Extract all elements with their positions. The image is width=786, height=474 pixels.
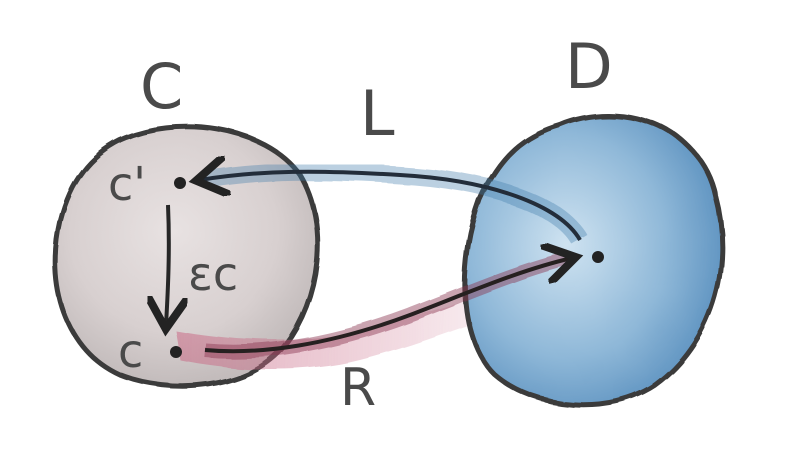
functor-l-label: L — [360, 77, 395, 150]
morphism-epsilon-label: εc — [188, 247, 238, 301]
morphism-epsilon-arrow — [166, 204, 169, 325]
category-c-blob — [52, 124, 321, 389]
object-c-dot — [170, 346, 182, 358]
object-c-label: c — [118, 324, 143, 378]
object-d-dot — [592, 251, 604, 263]
category-d-label: D — [565, 30, 613, 103]
functor-r-label: R — [340, 358, 376, 418]
category-c-label: C — [140, 50, 183, 123]
object-c-prime-dot — [174, 177, 186, 189]
functor-r-arrow — [204, 258, 572, 359]
object-c-prime-label: c' — [108, 157, 146, 211]
functor-l-arrow — [200, 172, 588, 245]
